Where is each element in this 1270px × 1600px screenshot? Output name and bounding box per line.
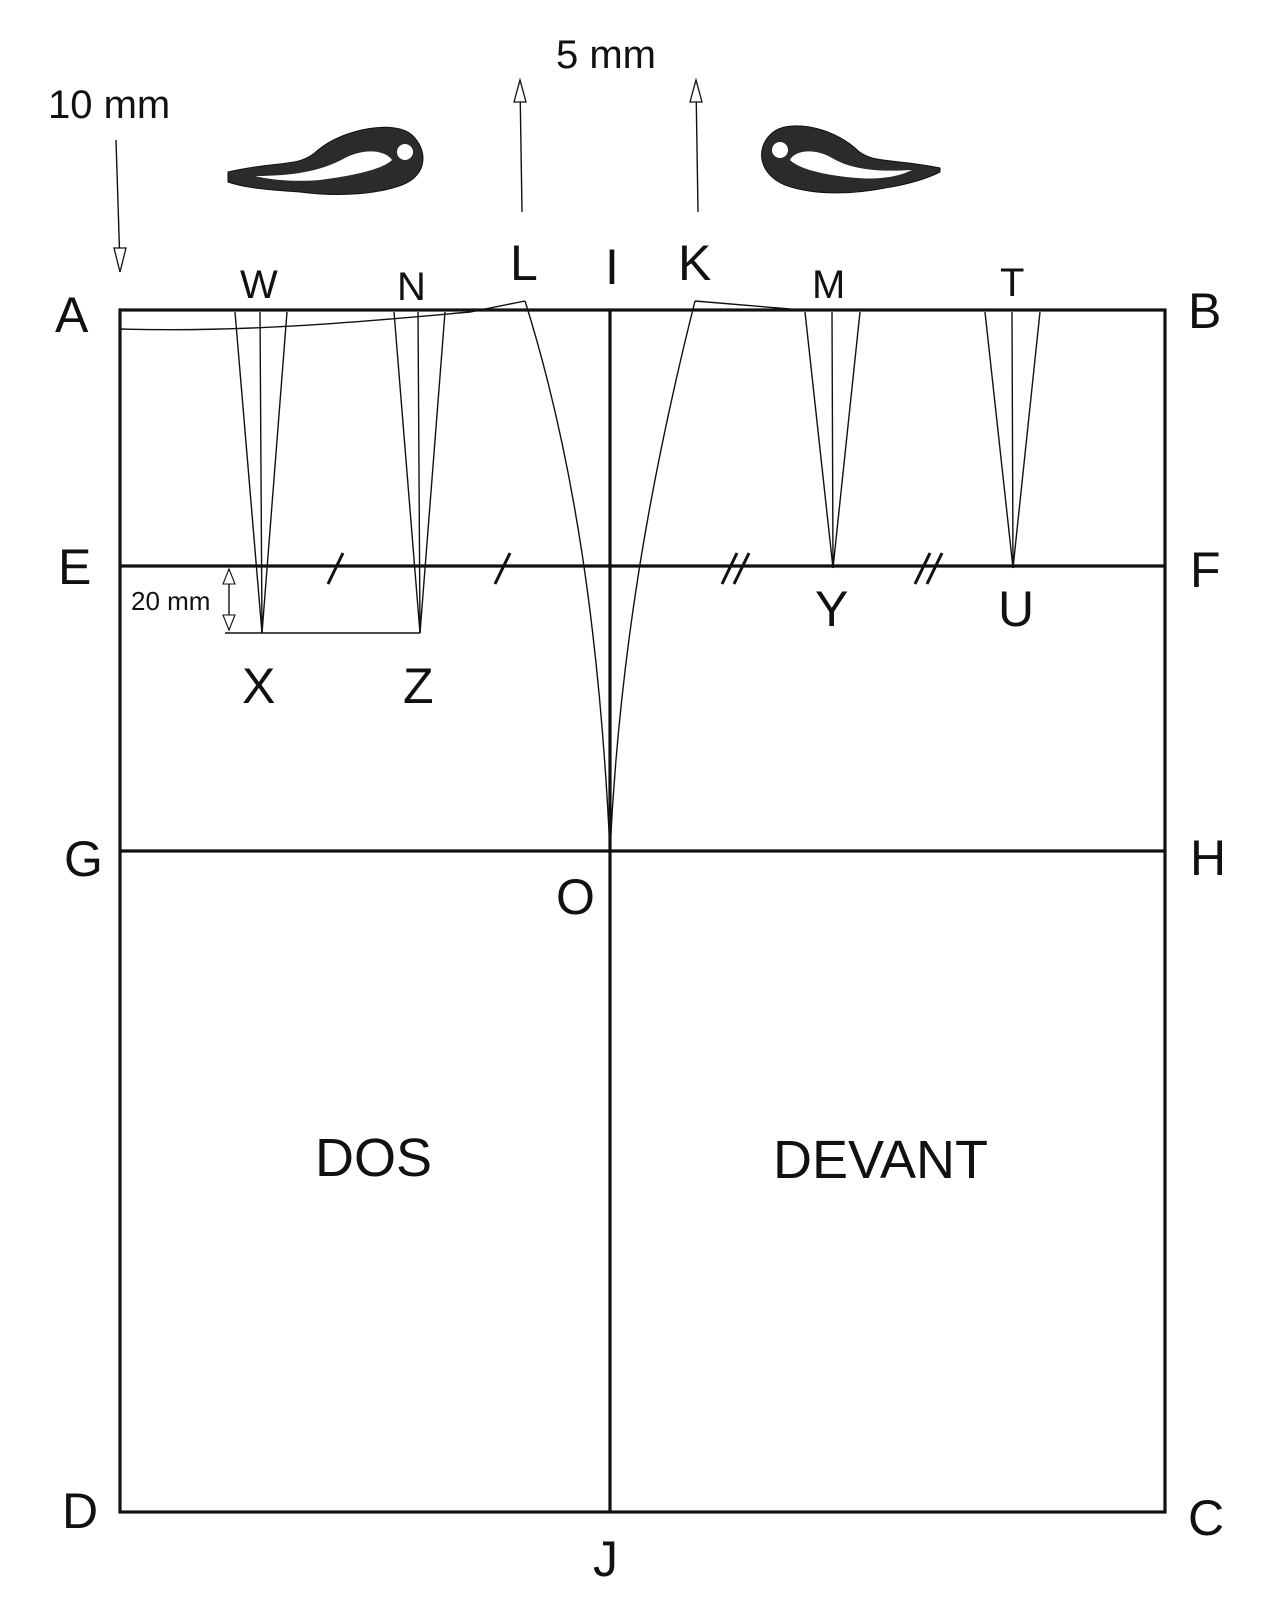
top-offset-arrow-left	[513, 77, 527, 213]
point-label-m: M	[812, 263, 845, 307]
front-waist-curve	[694, 300, 791, 310]
back-side-seam	[524, 300, 611, 852]
back-panel-label: DOS	[315, 1128, 432, 1188]
front-dart-t	[984, 311, 1041, 569]
top-offset-label: 5 mm	[556, 33, 656, 77]
point-label-h: H	[1190, 830, 1226, 886]
dart-depth-label: 20 mm	[131, 586, 210, 616]
point-label-j: J	[593, 1531, 618, 1587]
point-label-e: E	[58, 539, 91, 595]
front-side-seam	[609, 300, 696, 852]
french-curve-icon	[761, 125, 941, 194]
point-label-g: G	[64, 831, 103, 887]
point-label-n: N	[397, 265, 426, 309]
double-tick	[913, 552, 944, 585]
point-label-b: B	[1188, 283, 1221, 339]
top-offset-arrow-right	[689, 77, 703, 213]
double-tick	[720, 552, 751, 585]
front-panel-label: DEVANT	[773, 1130, 988, 1190]
point-label-f: F	[1190, 542, 1221, 598]
point-label-d: D	[62, 1483, 98, 1539]
point-label-z: Z	[403, 658, 434, 714]
single-tick	[326, 552, 345, 585]
point-label-u: U	[998, 581, 1034, 637]
pattern-frame	[118, 308, 1167, 1514]
point-label-o: O	[556, 869, 595, 925]
point-label-t: T	[1000, 261, 1024, 305]
point-label-y: Y	[815, 581, 848, 637]
back-dart-w	[234, 311, 288, 634]
point-label-k: K	[678, 235, 711, 291]
left-offset-label: 10 mm	[48, 83, 170, 127]
french-curve-icon	[227, 126, 424, 195]
left-offset-arrow	[113, 139, 127, 273]
point-label-x: X	[242, 658, 275, 714]
front-dart-m	[804, 311, 861, 569]
point-label-a: A	[55, 287, 89, 343]
point-label-l: L	[510, 235, 538, 291]
back-dart-n	[393, 311, 446, 634]
back-waist-curve	[119, 300, 526, 331]
point-label-c: C	[1188, 1490, 1224, 1546]
dart-depth-dimension	[222, 567, 236, 632]
point-label-i: I	[605, 239, 619, 295]
single-tick	[493, 552, 512, 585]
point-label-w: W	[240, 263, 278, 307]
